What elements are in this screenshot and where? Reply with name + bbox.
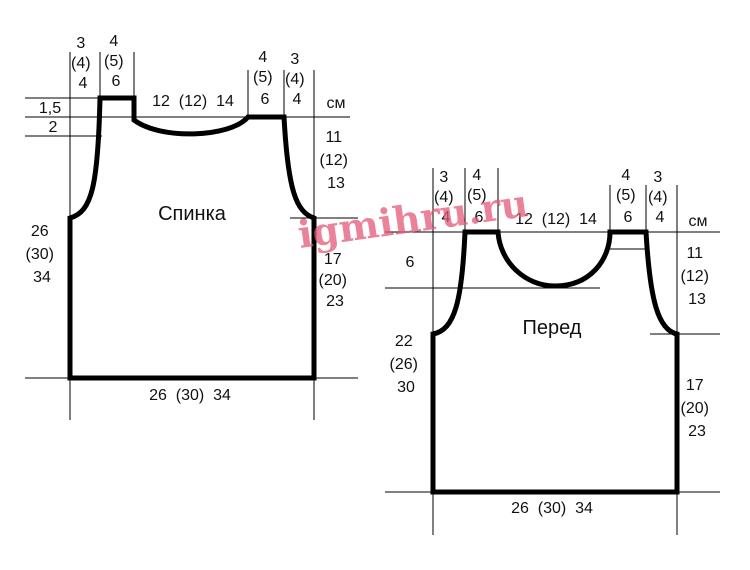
front-side-height-left: 22 (26) 30 <box>390 333 423 396</box>
back-piece: 3 (4) 4 4 (5) 6 12 (12) 14 4 (5) 6 3 (4)… <box>25 33 358 420</box>
front-piece: 3 (4) 4 4 (5) 6 12 (12) 14 4 (5) 6 3 (4)… <box>385 167 720 535</box>
back-shoulder-width-right: 4 (5) 6 <box>253 49 277 108</box>
back-bottom-width: 26 (30) 34 <box>149 387 231 404</box>
back-side-width: 3 (4) 4 <box>71 35 95 92</box>
front-side-height-right: 17 (20) 23 <box>681 377 714 440</box>
back-neck-depth: 2 <box>49 119 58 136</box>
front-armhole-height: 11 (12) 13 <box>681 245 714 308</box>
back-armhole-height: 11 (12) 13 <box>320 129 353 192</box>
back-title: Спинка <box>158 203 227 225</box>
front-outline <box>430 229 680 495</box>
front-bottom-width: 26 (30) 34 <box>511 500 593 517</box>
back-side-height-left: 26 (30) 34 <box>26 223 59 286</box>
front-side-width: 3 (4) 4 <box>434 169 458 226</box>
front-title: Перед <box>523 317 582 339</box>
back-unit: см <box>327 95 346 112</box>
front-neck-depth: 6 <box>406 254 415 271</box>
back-side-width-right: 3 (4) 4 <box>285 51 309 108</box>
back-side-height-right: 17 (20) 23 <box>319 251 352 310</box>
front-unit: см <box>689 213 708 230</box>
front-side-width-right: 3 (4) 4 <box>648 169 672 226</box>
back-shoulder-width: 4 (5) 6 <box>104 33 128 90</box>
back-neck-width: 12 (12) 14 <box>152 93 234 110</box>
front-shoulder-width: 4 (5) 6 <box>467 167 491 226</box>
front-shoulder-width-right: 4 (5) 6 <box>616 167 640 226</box>
front-neck-width: 12 (12) 14 <box>515 211 597 228</box>
back-outline <box>67 95 317 381</box>
back-shoulder-slope: 1,5 <box>39 100 61 117</box>
